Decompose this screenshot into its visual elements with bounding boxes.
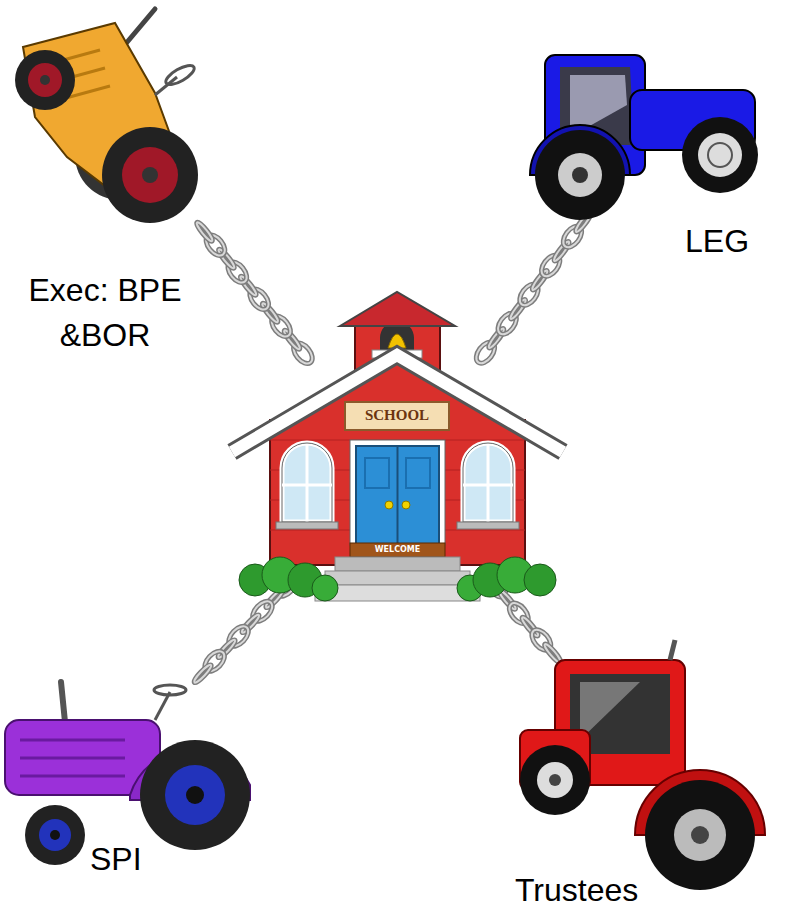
illustration-part	[698, 133, 742, 177]
illustration-part	[20, 775, 125, 778]
illustration-part	[463, 443, 513, 522]
chain-link-highlight	[195, 221, 214, 243]
chain-connector	[473, 211, 593, 366]
tractor-node: LEG	[530, 45, 775, 215]
illustration-part	[457, 522, 519, 529]
illustration-part	[39, 819, 71, 851]
purple-tractor	[5, 682, 250, 865]
illustration-part	[385, 501, 393, 509]
illustration-part	[40, 75, 50, 85]
illustration-part	[580, 682, 640, 740]
illustration-part	[140, 740, 250, 850]
illustration-part	[537, 762, 573, 798]
illustration-part	[165, 765, 225, 825]
illustration-part	[535, 130, 625, 220]
illustration-part	[397, 446, 399, 545]
illustration-part	[155, 77, 177, 95]
orange-tractor	[15, 9, 198, 223]
illustration-part	[520, 745, 590, 815]
red-tractor	[520, 640, 765, 890]
illustration-part	[325, 571, 470, 585]
illustration-part	[463, 484, 513, 487]
illustration-part	[61, 682, 65, 722]
illustration-part	[315, 585, 480, 601]
illustration-part	[142, 167, 158, 183]
illustration-part	[50, 830, 60, 840]
blue-tractor	[530, 55, 758, 220]
illustration-part	[282, 443, 332, 522]
chain-connector	[195, 221, 316, 367]
illustration-part	[20, 757, 125, 760]
illustration-part	[350, 440, 445, 545]
illustration-part	[186, 786, 204, 804]
illustration-part	[365, 458, 389, 488]
illustration-part	[572, 167, 588, 183]
illustration-part	[345, 402, 449, 430]
chain-link-highlight	[193, 663, 213, 684]
illustration-part	[524, 564, 556, 596]
illustration-part	[123, 9, 155, 47]
chain-link	[193, 663, 213, 684]
illustration-part	[282, 484, 332, 487]
illustration-part	[335, 557, 460, 571]
illustration-part	[20, 739, 125, 742]
tractor-node: Exec: BPE &BOR	[5, 5, 215, 225]
illustration-part	[674, 809, 726, 861]
tractor-label: SPI	[90, 837, 142, 882]
illustration-part	[645, 780, 755, 890]
school-node: SCHOOL WELCOME	[270, 360, 525, 580]
illustration-part	[340, 292, 455, 326]
tractor-node: Trustees	[520, 660, 770, 865]
illustration-part	[558, 153, 602, 197]
illustration-part	[15, 50, 75, 110]
illustration-part	[402, 501, 410, 509]
school-sign: SCHOOL	[349, 403, 445, 427]
tractor-node: SPI	[5, 680, 245, 830]
illustration-part	[463, 443, 513, 522]
illustration-part	[350, 543, 445, 557]
chain-link	[195, 221, 214, 243]
illustration-part	[28, 63, 62, 97]
illustration-part	[232, 355, 563, 452]
illustration-part	[682, 117, 758, 193]
illustration-part	[270, 420, 525, 565]
illustration-part	[356, 446, 439, 545]
illustration-part	[549, 774, 561, 786]
schoolhouse	[232, 292, 563, 601]
tractor-label: Exec: BPE &BOR	[10, 268, 200, 358]
illustration-part	[122, 147, 178, 203]
illustration-part	[25, 805, 85, 865]
illustration-part	[312, 575, 338, 601]
illustration-part	[708, 143, 732, 167]
tractor-label: Trustees	[515, 868, 638, 913]
illustration-part	[102, 127, 198, 223]
tractor-label: LEG	[685, 219, 749, 264]
illustration-part	[232, 355, 563, 452]
illustration-part	[691, 826, 709, 844]
illustration-part	[276, 522, 338, 529]
illustration-part	[406, 458, 430, 488]
illustration-part	[670, 640, 675, 660]
welcome-mat-text: WELCOME	[350, 543, 445, 557]
illustration-part	[154, 685, 186, 695]
illustration-part	[282, 443, 332, 522]
